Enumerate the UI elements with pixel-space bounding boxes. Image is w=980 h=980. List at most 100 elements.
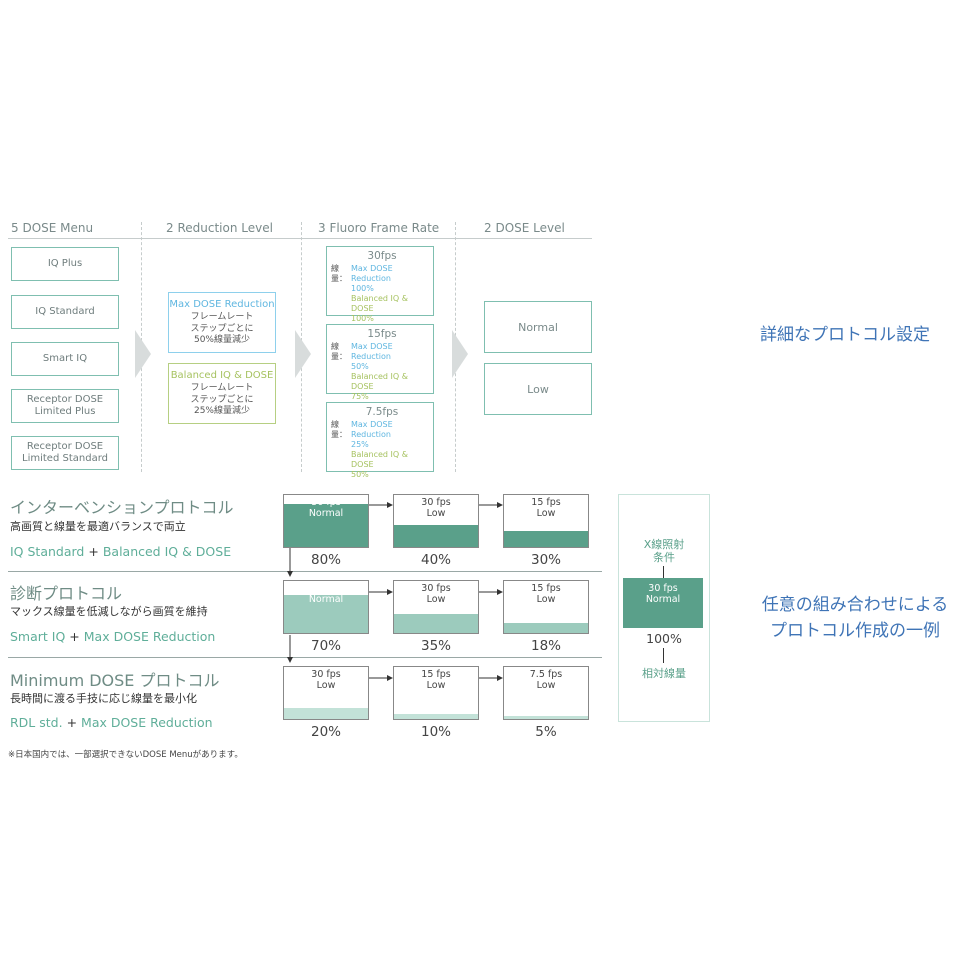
protocol-combination: RDL std. + Max DOSE Reduction (10, 715, 213, 730)
protocol-cell: 30 fps Low (283, 666, 369, 720)
frame-rate-value: 7.5fps (365, 406, 399, 418)
protocol-cell-label: 15 fps Low (531, 497, 561, 519)
protocol-cell-label: 30 fps Low (421, 497, 451, 519)
legend-cell-label: 30 fps Normal (645, 583, 681, 605)
row-divider (8, 571, 602, 572)
header-dose-level: 2 DOSE Level (484, 221, 565, 235)
dose-level-fill (284, 595, 368, 633)
max-dose-value: Max DOSE Reduction 100% (351, 264, 393, 293)
legend-pointer (663, 648, 664, 663)
frame-rate-7-5fps: 7.5fps 線量：Max DOSE Reduction 25% Balance… (326, 402, 434, 479)
reduction-line: フレームレート (190, 383, 254, 393)
dose-level-fill (504, 623, 588, 633)
legend-percent: 100% (646, 631, 682, 646)
reduction-balanced: Balanced IQ & DOSE フレームレート ステップごとに 25%線量… (168, 363, 276, 424)
combo-menu: Smart IQ (10, 629, 66, 644)
frame-rate-value: 30fps (367, 250, 397, 262)
protocol-cell-percent: 10% (420, 724, 451, 740)
header-dose-menu: 5 DOSE Menu (11, 221, 94, 235)
chevron-right-icon (135, 330, 151, 378)
balanced-value: Balanced IQ & DOSE 100% (351, 294, 408, 323)
combo-menu: RDL std. (10, 715, 63, 730)
protocol-title-diagnostic: 診断プロトコル (10, 584, 123, 603)
protocol-subtitle: 高画質と線量を最適バランスで両立 (10, 520, 186, 533)
dose-level-fill (284, 708, 368, 719)
protocol-cell-percent: 20% (310, 724, 341, 740)
protocol-title-minimum-dose: Minimum DOSE プロトコル (10, 671, 220, 690)
dose-label: 線量： (331, 264, 347, 283)
reduction-title: Balanced IQ & DOSE (170, 369, 274, 381)
legend-condition: X線照射 条件 (643, 538, 685, 564)
protocol-cell-label: 30 fps Normal (308, 497, 344, 519)
combo-reduction: Balanced IQ & DOSE (102, 544, 232, 559)
reduction-line: フレームレート (190, 312, 254, 322)
reduction-max-dose: Max DOSE Reduction フレームレート ステップごとに 50%線量… (168, 292, 276, 353)
chevron-right-icon (295, 330, 311, 378)
protocol-cell: 30 fps Normal (283, 580, 369, 634)
legend-cell: 30 fps Normal (623, 578, 703, 628)
protocol-cell-label: 30 fps Low (311, 669, 341, 691)
max-dose-value: Max DOSE Reduction 25% (351, 420, 393, 449)
balanced-value: Balanced IQ & DOSE 50% (351, 450, 408, 479)
protocol-cell: 15 fps Low (503, 494, 589, 548)
dose-level-fill (394, 614, 478, 633)
combo-reduction: Max DOSE Reduction (81, 715, 213, 730)
combo-reduction: Max DOSE Reduction (83, 629, 216, 644)
protocol-cell-percent: 5% (535, 724, 557, 740)
dose-level-fill (504, 531, 588, 547)
dose-level-fill (504, 716, 588, 719)
balanced-value: Balanced IQ & DOSE 75% (351, 372, 408, 401)
protocol-cell: 15 fps Low (393, 666, 479, 720)
protocol-cell-percent: 35% (420, 638, 451, 654)
dose-level-normal: Normal (484, 301, 592, 353)
protocol-cell: 30 fps Low (393, 580, 479, 634)
protocol-subtitle: 長時間に渡る手技に応じ線量を最小化 (10, 692, 197, 705)
frame-rate-value: 15fps (367, 328, 397, 340)
max-dose-value: Max DOSE Reduction 50% (351, 342, 393, 371)
reduction-line: ステップごとに (190, 394, 254, 405)
dose-level-low: Low (484, 363, 592, 415)
dose-label: 線量： (331, 342, 347, 361)
combo-plus: + (69, 629, 80, 644)
side-title-example: 任意の組み合わせによる プロトコル作成の一例 (730, 592, 980, 644)
protocol-cell: 7.5 fps Low (503, 666, 589, 720)
menu-item-receptor-dose-limited-standard: Receptor DOSE Limited Standard (11, 436, 119, 470)
footnote: ※日本国内では、一部選択できないDOSE Menuがあります。 (8, 750, 243, 760)
protocol-cell-label: 30 fps Low (421, 583, 451, 605)
protocol-cell-percent: 30% (530, 552, 561, 568)
protocol-cell-percent: 18% (530, 638, 561, 654)
menu-item-iq-plus: IQ Plus (11, 247, 119, 281)
menu-item-smart-iq: Smart IQ (11, 342, 119, 376)
protocol-cell-percent: 40% (420, 552, 451, 568)
protocol-cell-percent: 70% (310, 638, 341, 654)
frame-rate-30fps: 30fps 線量：Max DOSE Reduction 100% Balance… (326, 246, 434, 323)
protocol-title-intervention: インターベンションプロトコル (10, 498, 234, 517)
protocol-cell: 15 fps Low (503, 580, 589, 634)
protocol-cell: 30 fps Normal (283, 494, 369, 548)
reduction-title: Max DOSE Reduction (169, 298, 275, 310)
dose-level-fill (284, 504, 368, 547)
legend-panel (618, 494, 710, 722)
protocol-cell: 30 fps Low (393, 494, 479, 548)
dose-label: 線量： (331, 420, 347, 439)
protocol-cell-label: 7.5 fps Low (529, 669, 563, 691)
combo-plus: + (88, 544, 99, 559)
protocol-cell-label: 15 fps Low (531, 583, 561, 605)
reduction-line: ステップごとに (190, 323, 254, 334)
header-frame-rate: 3 Fluoro Frame Rate (318, 221, 440, 235)
dose-level-fill (394, 714, 478, 719)
protocol-combination: IQ Standard + Balanced IQ & DOSE (10, 544, 231, 559)
menu-item-iq-standard: IQ Standard (11, 295, 119, 329)
reduction-line: 50%線量減少 (193, 335, 250, 345)
header-divider (8, 238, 592, 239)
reduction-line: 25%線量減少 (193, 406, 250, 416)
protocol-cell-label: 30 fps Normal (308, 583, 344, 605)
side-title-detailed: 詳細なプロトコル設定 (760, 325, 930, 345)
protocol-cell-percent: 80% (310, 552, 341, 568)
row-divider (8, 657, 602, 658)
chevron-right-icon (452, 330, 468, 378)
protocol-cell-label: 15 fps Low (421, 669, 451, 691)
side-title-line: 任意の組み合わせによる (761, 595, 949, 615)
combo-menu: IQ Standard (10, 544, 85, 559)
